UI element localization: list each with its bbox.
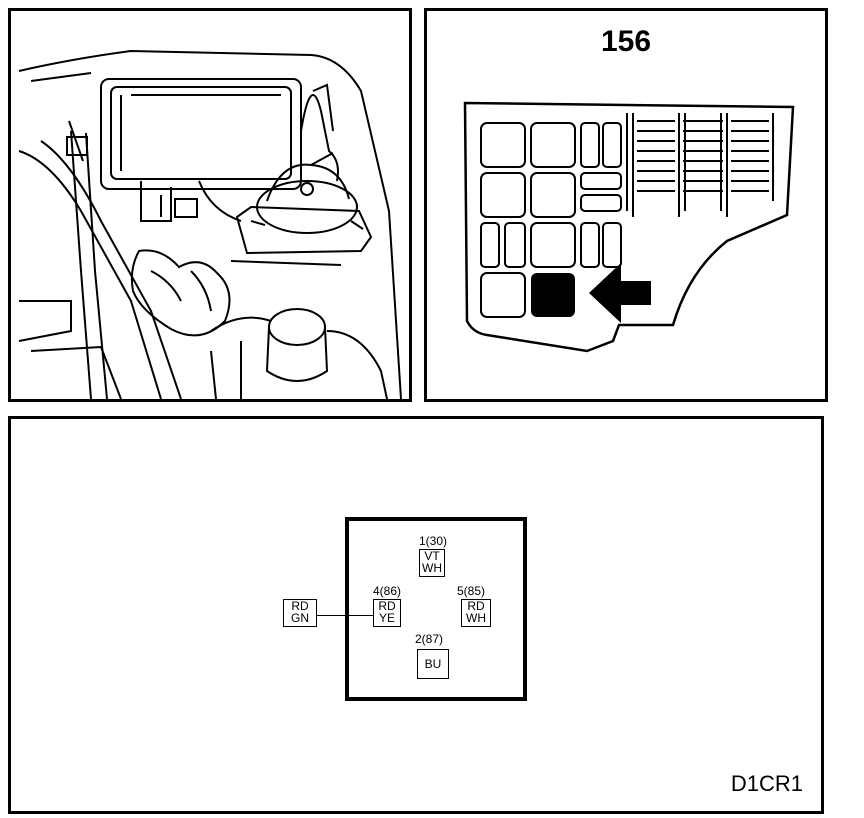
pin-label: 4(86) [373,584,402,598]
relay-slot [602,122,622,168]
relay-slot [530,172,576,218]
pointer-arrow [589,263,651,323]
relay-slot [480,272,526,318]
relay-slot [480,172,526,218]
relay-slot [580,194,622,212]
relay-slot [504,222,526,268]
pin-label: 1(30) [419,534,448,548]
diagram-code: D1CR1 [730,771,803,796]
fuse-box-number: 156 [600,25,652,58]
relay-slot [580,172,622,190]
relay-slot [580,222,600,268]
relay-slot [602,222,622,268]
relay-slot [530,222,576,268]
relay-slot [480,122,526,168]
engine-bay-illustration [8,8,412,402]
wire-color-box: BU [417,649,449,679]
relay-slot [580,122,600,168]
relay-slot [530,122,576,168]
fuse-box-drawing [463,101,795,353]
pin-label: 2(87) [415,632,444,646]
relay-slot [480,222,500,268]
pin-label: 5(85) [457,584,486,598]
highlighted-relay [531,273,575,317]
fuse-box-outline [463,101,795,353]
engine-bay-drawing [18,49,402,399]
fuse-box-panel: 156 [424,8,828,402]
fuse-strips [626,113,774,217]
external-wire-line [317,615,373,616]
relay-connector [345,517,527,701]
